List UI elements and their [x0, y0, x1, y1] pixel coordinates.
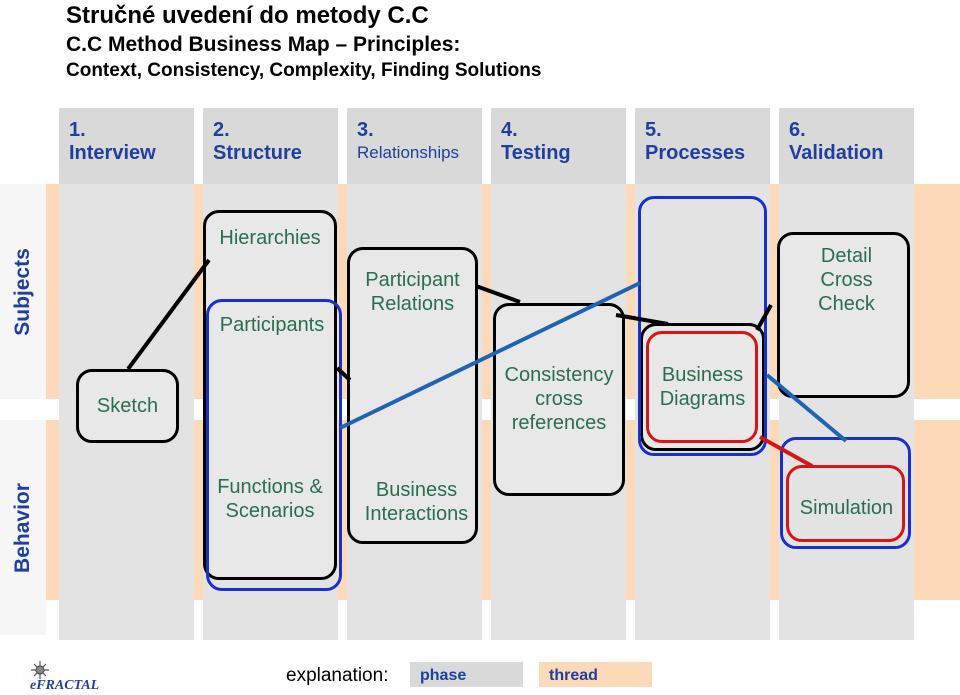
- efractal-logo-text: eFRACTAL: [30, 678, 99, 693]
- phase-label: Structure: [213, 142, 302, 164]
- phase-header-validation: 6. Validation: [779, 108, 914, 184]
- phase-header-relationships: 3. Relationships: [347, 108, 482, 184]
- connector-diagrams-to-simulation: [759, 435, 813, 468]
- legend-thread-text: thread: [549, 667, 598, 684]
- node-detail-line1: Detail: [820, 245, 873, 267]
- thread-label-subjects: Subjects: [0, 184, 46, 399]
- efractal-logo: eFRACTAL: [30, 661, 99, 693]
- node-functions-line1: Functions &: [217, 476, 323, 498]
- node-business-interactions-line2: Interactions: [364, 503, 469, 525]
- phase-number: 1.: [69, 119, 86, 141]
- legend-thread-swatch: thread: [539, 662, 652, 687]
- phase-number: 4.: [501, 119, 518, 141]
- connector-processes-to-simulation: [765, 373, 848, 443]
- node-functions-scenarios-label: Functions & Scenarios: [203, 475, 337, 523]
- page-tagline: Context, Consistency, Complexity, Findin…: [66, 60, 542, 81]
- phase-number: 2.: [213, 119, 230, 141]
- thread-label-behavior: Behavior: [0, 420, 46, 635]
- node-detail-cross-check-label: Detail Cross Check: [780, 244, 913, 316]
- legend-phase-swatch: phase: [410, 662, 523, 687]
- node-business-diagrams-line2: Diagrams: [659, 388, 746, 410]
- page-subtitle: C.C Method Business Map – Principles:: [66, 33, 461, 56]
- connector-diagrams-to-detail: [755, 304, 773, 331]
- node-detail-line2: Cross: [820, 269, 873, 291]
- page-title: Stručné uvedení do metody C.C: [66, 2, 429, 29]
- phase-number: 5.: [645, 119, 662, 141]
- node-sketch-label: Sketch: [96, 395, 159, 417]
- connector-consistency-to-diagrams: [615, 313, 669, 326]
- node-participant-relations-line2: Relations: [370, 293, 455, 315]
- node-functions-line2: Scenarios: [225, 500, 315, 522]
- node-business-interactions-label: Business Interactions: [351, 478, 482, 526]
- phase-number: 3.: [357, 119, 374, 141]
- phase-header-interview: 1. Interview: [59, 108, 194, 184]
- phase-label: Relationships: [357, 143, 460, 162]
- phase-label: Interview: [69, 142, 156, 164]
- node-simulation-highlight: [786, 465, 905, 542]
- phase-header-structure: 2. Structure: [203, 108, 338, 184]
- phase-label: Processes: [645, 142, 746, 164]
- connector-structure-to-relations: [335, 366, 352, 382]
- node-detail-cross-check: [777, 232, 910, 398]
- phase-label: Testing: [501, 142, 571, 164]
- connector-relations-to-consistency: [475, 284, 521, 304]
- node-consistency-cross-references: [493, 303, 625, 496]
- phase-header-testing: 4. Testing: [491, 108, 626, 184]
- node-participants-outline: [206, 299, 342, 591]
- node-sketch: [76, 369, 179, 443]
- phase-number: 6.: [789, 119, 806, 141]
- node-business-interactions-line1: Business: [375, 479, 458, 501]
- node-business-diagrams-line1: Business: [661, 364, 744, 386]
- node-consistency-line3: references: [511, 412, 607, 434]
- legend-label: explanation:: [286, 665, 389, 686]
- connector-participants-to-processes: [339, 281, 641, 430]
- phase-header-processes: 5. Processes: [635, 108, 770, 184]
- connector-sketch-to-hierarchies: [126, 258, 211, 371]
- node-consistency-line2: cross: [535, 388, 583, 410]
- node-business-diagrams-highlight: [646, 331, 758, 443]
- node-business-diagrams-label: Business Diagrams: [640, 363, 765, 411]
- node-processes-outline: [638, 196, 767, 456]
- node-consistency-line1: Consistency: [504, 364, 614, 386]
- legend-phase-text: phase: [420, 667, 467, 684]
- node-consistency-label: Consistency cross references: [493, 363, 625, 435]
- node-detail-line3: Check: [818, 293, 875, 315]
- node-participant-relations-line1: Participant: [365, 269, 460, 291]
- node-participant-relations: [347, 247, 478, 544]
- node-simulation-label: Simulation: [799, 497, 894, 519]
- node-structure: [203, 210, 337, 580]
- node-hierarchies-label: Hierarchies: [219, 227, 321, 249]
- phase-label: Validation: [789, 142, 884, 164]
- node-participant-relations-label: Participant Relations: [347, 268, 478, 316]
- node-participants-label: Participants: [219, 314, 325, 336]
